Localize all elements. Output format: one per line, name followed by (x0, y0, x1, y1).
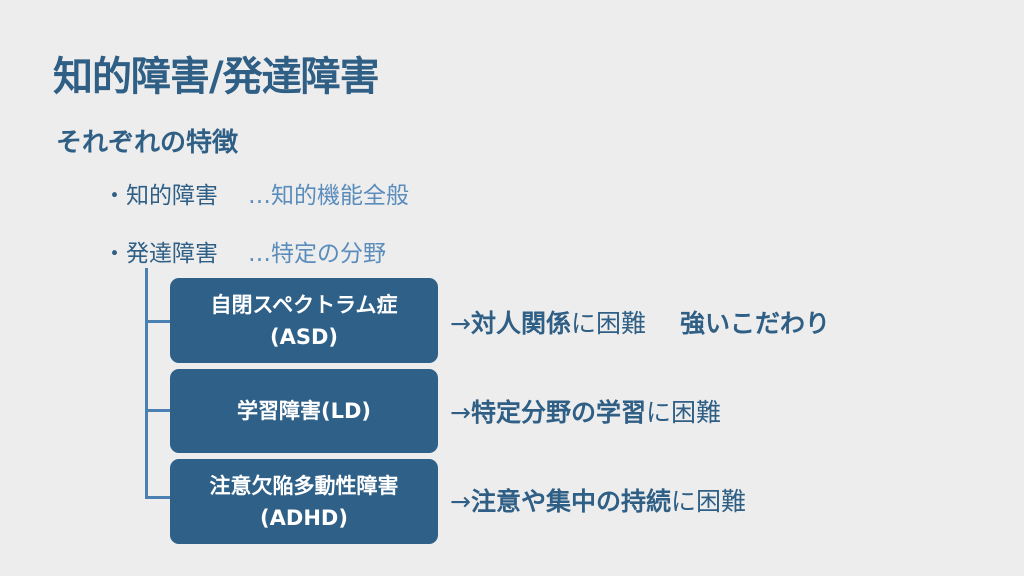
tree-branch-adhd (145, 496, 171, 499)
category-box-adhd: 注意欠陥多動性障害 (ADHD) (170, 459, 438, 544)
slide-title: 知的障害/発達障害 (53, 54, 380, 100)
bullet-intellectual-disability: ・知的障害 …知的機能全般 (103, 176, 409, 210)
category-box-ld: 学習障害(LD) (170, 369, 438, 453)
tree-connector-line (145, 268, 148, 499)
category-name: 学習障害(LD) (236, 399, 371, 423)
description-adhd: →注意や集中の持続に困難 (450, 482, 746, 518)
description-extra: 強いこだわり (679, 309, 830, 338)
description-suffix: に困難 (570, 309, 646, 338)
category-name: 自閉スペクトラム症 (210, 292, 398, 317)
arrow-icon: → (450, 487, 471, 516)
category-abbr: (ADHD) (260, 505, 348, 530)
category-abbr: (ASD) (269, 324, 338, 349)
tree-branch-asd (145, 320, 171, 323)
arrow-icon: → (450, 309, 471, 338)
description-ld: →特定分野の学習に困難 (450, 393, 721, 429)
description-emphasis: 対人関係 (470, 309, 571, 338)
bullet-note: …特定の分野 (248, 241, 386, 267)
description-emphasis: 注意や集中の持続 (470, 487, 671, 516)
description-suffix: に困難 (670, 487, 746, 516)
bullet-label: ・発達障害 (103, 241, 218, 267)
bullet-developmental-disability: ・発達障害 …特定の分野 (103, 234, 386, 268)
bullet-note: …知的機能全般 (248, 183, 409, 209)
bullet-label: ・知的障害 (103, 183, 218, 209)
description-suffix: に困難 (645, 398, 721, 427)
category-box-asd: 自閉スペクトラム症 (ASD) (170, 278, 438, 363)
arrow-icon: → (450, 398, 471, 427)
slide-subtitle: それぞれの特徴 (56, 128, 239, 158)
category-name: 注意欠陥多動性障害 (209, 473, 399, 498)
tree-branch-ld (145, 409, 171, 412)
description-emphasis: 特定分野の学習 (470, 398, 646, 427)
description-asd: →対人関係に困難 強いこだわり (450, 304, 830, 340)
